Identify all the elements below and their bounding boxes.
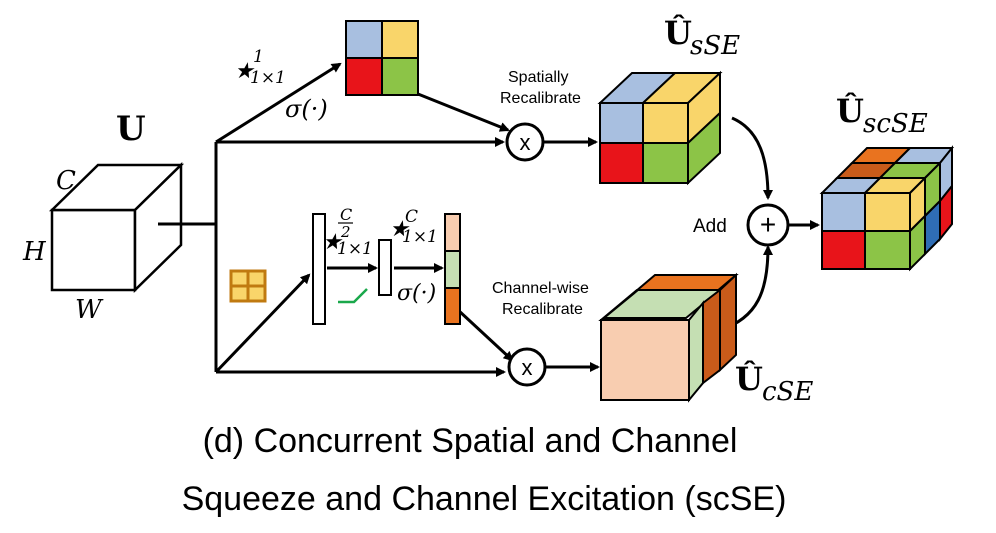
scse-output-cube [819, 145, 955, 272]
caption-line2: Squeeze and Channel Excitation (scSE) [182, 480, 787, 518]
scse-subscript: scSE [863, 109, 928, 139]
scse-symbol: Û [836, 92, 864, 130]
cse-subscript: cSE [762, 377, 813, 407]
caption-line1: (d) Concurrent Spatial and Channel [203, 422, 738, 460]
channel-conv1-label: C 2 ★ 1×1 [322, 205, 373, 259]
add-label: Add [693, 216, 727, 237]
dim-w-label: W [75, 295, 104, 325]
relu-icon [338, 288, 368, 304]
cse-label: Û cSE [735, 360, 813, 407]
spatial-multiply-symbol: x [520, 130, 531, 155]
input-cube [48, 162, 185, 293]
dim-h-label: H [22, 237, 47, 267]
channel-conv2-sup: C [405, 207, 418, 227]
squeeze-bar [312, 213, 326, 325]
channel-multiply-node: x [507, 347, 547, 387]
spatial-conv-sup: 1 [253, 47, 264, 67]
cse-symbol: Û [735, 360, 763, 398]
spatial-sigma: σ(·) [285, 95, 328, 123]
spatial-conv-sub: 1×1 [250, 68, 286, 88]
channel-conv2-sub: 1×1 [402, 227, 438, 247]
channel-conv2-label: ★ C 1×1 [389, 207, 438, 247]
channel-conv2-star: ★ [389, 217, 410, 242]
sse-symbol: Û [664, 14, 692, 52]
scse-label: Û scSE [836, 92, 928, 139]
channel-recalibrate-line2: Recalibrate [502, 301, 583, 318]
channel-excitation-vector [444, 213, 461, 325]
spatial-attention-map [345, 20, 419, 96]
channel-recalibrate-line1: Channel-wise [492, 280, 589, 297]
global-pooling-icon [229, 269, 267, 303]
spatial-recalibrate-line2: Recalibrate [500, 90, 581, 107]
reduced-bar [378, 239, 392, 296]
add-symbol: + [760, 209, 776, 240]
spatial-multiply-node: x [505, 122, 545, 162]
channel-conv1-sup-num: C [340, 205, 352, 224]
sse-label: Û sSE [664, 14, 740, 61]
spatial-conv-star: ★ [234, 59, 255, 84]
sse-subscript: sSE [690, 31, 740, 61]
dim-c-label: C [56, 166, 76, 196]
channel-multiply-symbol: x [522, 355, 533, 380]
spatial-recalibrate-line1: Spatially [508, 69, 568, 86]
connector-lines [158, 62, 820, 377]
channel-conv1-sup-den: 2 [340, 223, 351, 241]
channel-conv1-star: ★ [322, 230, 343, 255]
cse-output-cube [598, 272, 739, 403]
channel-sigma: σ(·) [397, 281, 436, 306]
input-symbol: U [116, 109, 146, 149]
channel-conv1-sub: 1×1 [337, 239, 373, 259]
spatial-conv-label: ★ 1 1×1 [234, 47, 286, 88]
sse-output-cube [597, 70, 723, 186]
add-node: + [746, 203, 790, 247]
